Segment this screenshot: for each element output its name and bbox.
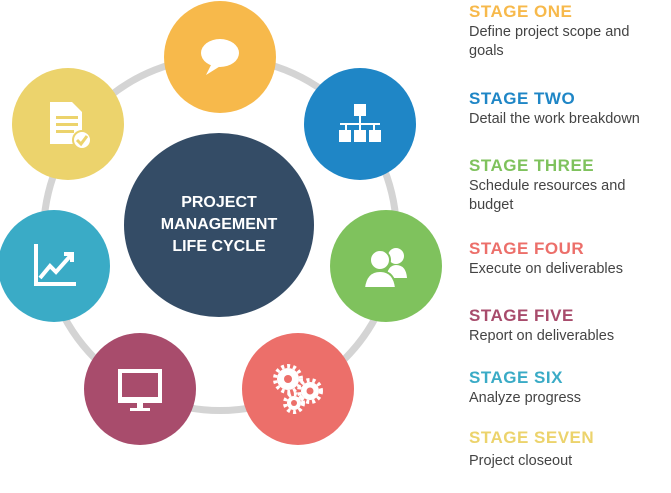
stage-two-circle: [304, 68, 416, 180]
stage-desc: Analyze progress: [469, 390, 582, 406]
stage-four: STAGE FOUR Execute on deliverables: [469, 239, 659, 279]
center-line-1: PROJECT: [181, 194, 257, 211]
stage-one: STAGE ONE Define project scope and goals: [469, 2, 659, 61]
stage-six: STAGE SIX Analyze progress: [469, 368, 659, 408]
stage-four-circle: [242, 333, 354, 445]
stage-title: STAGE SEVEN: [469, 428, 595, 447]
stage-six-circle: [0, 210, 110, 322]
stage-three-circle: [330, 210, 442, 322]
stage-three: STAGE THREE Schedule resources and budget: [469, 156, 649, 215]
stage-seven-circle: [12, 68, 124, 180]
monitor-icon: [118, 369, 162, 411]
stage-one-circle: [164, 1, 276, 113]
center-title: PROJECT MANAGEMENT LIFE CYCLE: [124, 133, 314, 317]
stage-desc: Report on deliverables: [469, 328, 615, 344]
gears-icon: [273, 364, 323, 414]
stage-desc: Define project scope and goals: [469, 24, 630, 59]
stage-two: STAGE TWO Detail the work breakdown: [469, 89, 659, 129]
stage-five-circle: [84, 333, 196, 445]
growth-chart-icon: [34, 244, 76, 286]
stage-desc: Project closeout: [469, 453, 573, 469]
stage-desc: Execute on deliverables: [469, 261, 623, 277]
stage-desc: Schedule resources and budget: [469, 178, 626, 213]
stage-title: STAGE SIX: [469, 368, 563, 387]
stage-desc: Detail the work breakdown: [469, 111, 640, 127]
stage-title: STAGE ONE: [469, 2, 573, 21]
speech-bubble-icon: [201, 39, 239, 75]
center-line-3: LIFE CYCLE: [172, 238, 266, 255]
stage-title: STAGE THREE: [469, 156, 595, 175]
people-icon: [362, 248, 407, 289]
document-check-icon: [50, 102, 92, 150]
stage-five: STAGE FIVE Report on deliverables: [469, 306, 659, 346]
stage-seven: STAGE SEVEN Project closeout: [469, 428, 659, 471]
stage-title: STAGE TWO: [469, 89, 576, 108]
stage-title: STAGE FOUR: [469, 239, 585, 258]
stage-title: STAGE FIVE: [469, 306, 574, 325]
org-chart-icon: [339, 104, 381, 142]
center-line-2: MANAGEMENT: [160, 216, 278, 233]
